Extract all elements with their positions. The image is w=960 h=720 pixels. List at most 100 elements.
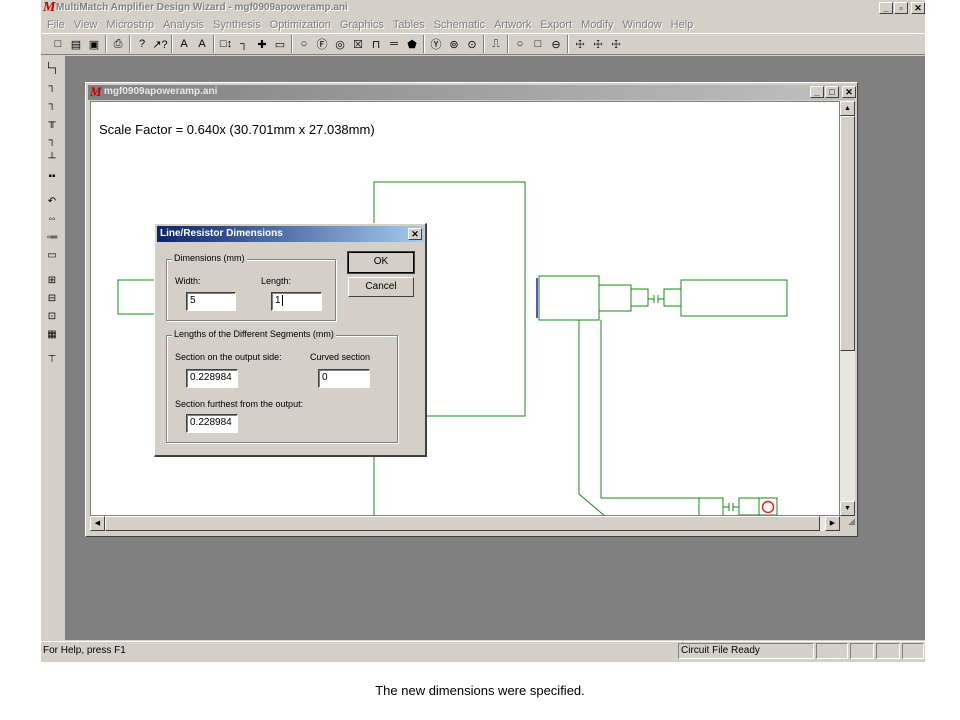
- cancel-button[interactable]: Cancel: [348, 277, 414, 297]
- bridge-icon[interactable]: ⊓: [371, 38, 381, 51]
- status-pane-2: [850, 643, 874, 659]
- pulse-icon[interactable]: ⎍: [492, 37, 500, 50]
- menu-analysis[interactable]: Analysis: [163, 18, 205, 31]
- tool-minus-box-icon[interactable]: ⊟: [47, 293, 57, 304]
- status-pane-3: [876, 643, 900, 659]
- furthest-section-label: Section furthest from the output:: [175, 399, 304, 409]
- status-pane-1: [816, 643, 848, 659]
- menu-graphics[interactable]: Graphics: [339, 18, 384, 31]
- horizontal-scrollbar[interactable]: ◀ ▶: [90, 516, 840, 531]
- new-file-icon[interactable]: □: [54, 38, 62, 50]
- dialog-titlebar[interactable]: Line/Resistor Dimensions ✕: [157, 226, 424, 242]
- schematic-caption-buttons: _ □ ✕: [810, 86, 856, 98]
- ring-icon[interactable]: ◎: [335, 38, 345, 51]
- tool-stub-resistor-icon[interactable]: ┐: [48, 135, 56, 146]
- open-circuit-icon[interactable]: ○: [300, 38, 308, 50]
- menu-file[interactable]: File: [47, 18, 65, 31]
- restore-button[interactable]: ▫: [894, 2, 908, 14]
- open-folder-icon[interactable]: ▤: [70, 38, 82, 51]
- menu-tables[interactable]: Tables: [392, 18, 425, 31]
- furthest-section-input[interactable]: 0.228984: [186, 414, 238, 433]
- status-pane-4: [902, 643, 924, 659]
- parallel-icon[interactable]: ═: [390, 38, 398, 50]
- horizontal-scroll-thumb[interactable]: [105, 516, 820, 531]
- app-titlebar[interactable]: M MultiMatch Amplifier Design Wizard - m…: [41, 0, 925, 16]
- tool-line-icon[interactable]: ◦◦: [48, 214, 56, 225]
- arrow-source-icon[interactable]: ⊚: [449, 38, 459, 51]
- schematic-close-button[interactable]: ✕: [842, 86, 856, 98]
- lower-source-frame: [758, 497, 778, 515]
- line-tool-icon[interactable]: ┐: [240, 38, 248, 50]
- select-component-icon[interactable]: □↕: [219, 38, 233, 50]
- tool-table-icon[interactable]: ▦: [47, 329, 57, 340]
- length-input[interactable]: 1​: [271, 292, 322, 311]
- menu-artwork[interactable]: Artwork: [494, 18, 532, 31]
- status-file-state: Circuit File Ready: [681, 645, 760, 656]
- tag-icon[interactable]: ⬟: [407, 38, 417, 51]
- width-label: Width:: [175, 276, 201, 286]
- close-button[interactable]: ✕: [911, 2, 925, 14]
- menu-modify[interactable]: Modify: [581, 18, 614, 31]
- menu-help[interactable]: Help: [670, 18, 694, 31]
- circle-outline-icon[interactable]: ○: [516, 38, 524, 50]
- schematic-maximize-button[interactable]: □: [825, 86, 839, 98]
- dot-source-icon[interactable]: ⊙: [467, 38, 477, 51]
- scroll-up-button[interactable]: ▲: [840, 101, 855, 116]
- tool-stub-top-icon[interactable]: └┐: [44, 63, 60, 74]
- width-value: 5: [190, 295, 196, 306]
- tool-return-icon[interactable]: ↶: [47, 196, 57, 207]
- curved-section-input[interactable]: 0: [318, 369, 370, 388]
- transistor-a-icon[interactable]: ☩: [575, 38, 585, 51]
- scroll-right-button[interactable]: ▶: [825, 516, 840, 531]
- output-load: [680, 279, 788, 317]
- box-x-icon[interactable]: ☒: [353, 38, 363, 51]
- minus-circle-icon[interactable]: ⊖: [551, 38, 561, 51]
- schematic-titlebar[interactable]: M mgf0909apoweramp.ani _ □ ✕: [88, 84, 856, 100]
- width-input[interactable]: 5: [186, 292, 236, 311]
- ok-button[interactable]: OK: [347, 251, 415, 274]
- toolbar-separator: [105, 35, 107, 53]
- menu-synthesis[interactable]: Synthesis: [213, 18, 261, 31]
- transistor-c-icon[interactable]: ☩: [611, 38, 621, 51]
- context-help-icon[interactable]: ↗?: [152, 38, 168, 51]
- menu-view[interactable]: View: [73, 18, 98, 31]
- menu-export[interactable]: Export: [540, 18, 573, 31]
- source-f-icon[interactable]: Ⓕ: [316, 39, 328, 51]
- vertical-scrollbar[interactable]: ▲ ▼: [840, 101, 855, 516]
- cross-tool-icon[interactable]: ✚: [257, 38, 267, 51]
- help-icon[interactable]: ?: [138, 38, 146, 50]
- tool-dot-box-icon[interactable]: ⊡: [47, 311, 57, 322]
- tool-stub-right-icon[interactable]: ┐: [48, 81, 56, 92]
- save-icon[interactable]: ▣: [88, 38, 100, 51]
- text-box-icon[interactable]: ▭: [274, 38, 286, 51]
- menu-schematic[interactable]: Schematic: [433, 18, 486, 31]
- tool-stub-short-icon[interactable]: ┴: [48, 153, 56, 164]
- toolbar-separator: [129, 35, 131, 53]
- tool-ground-icon[interactable]: ⊤: [47, 354, 57, 365]
- tune-a-icon[interactable]: A: [180, 38, 188, 50]
- schematic-minimize-button[interactable]: _: [810, 86, 824, 98]
- app-logo-icon: M: [43, 0, 56, 15]
- print-icon[interactable]: ⎙: [113, 37, 123, 50]
- scroll-down-button[interactable]: ▼: [840, 501, 855, 516]
- square-outline-icon[interactable]: □: [534, 38, 542, 50]
- tool-plus-box-icon[interactable]: ⊞: [47, 275, 57, 286]
- tune-b-icon[interactable]: A: [198, 38, 206, 50]
- tool-cap-series-icon[interactable]: ◦═: [46, 232, 58, 243]
- tool-block-icon[interactable]: ▭: [47, 250, 57, 261]
- tool-stub-down-icon[interactable]: ┐: [48, 99, 56, 110]
- menu-microstrip[interactable]: Microstrip: [106, 18, 155, 31]
- menu-window[interactable]: Window: [622, 18, 662, 31]
- tool-series-icon[interactable]: ▪▪: [48, 171, 56, 182]
- vertical-scroll-thumb[interactable]: [840, 116, 855, 351]
- minimize-button[interactable]: _: [879, 2, 893, 14]
- tool-stub-cap-icon[interactable]: ╥: [48, 117, 56, 128]
- dialog-close-button[interactable]: ✕: [408, 228, 422, 240]
- size-grip[interactable]: ◢: [840, 516, 855, 531]
- output-side-input[interactable]: 0.228984: [186, 369, 238, 388]
- y-source-icon[interactable]: Ⓨ: [430, 39, 442, 51]
- menu-optimization[interactable]: Optimization: [269, 18, 331, 31]
- transistor-b-icon[interactable]: ☩: [593, 38, 603, 51]
- scroll-left-button[interactable]: ◀: [90, 516, 105, 531]
- dimensions-group-label: Dimensions (mm): [172, 253, 247, 263]
